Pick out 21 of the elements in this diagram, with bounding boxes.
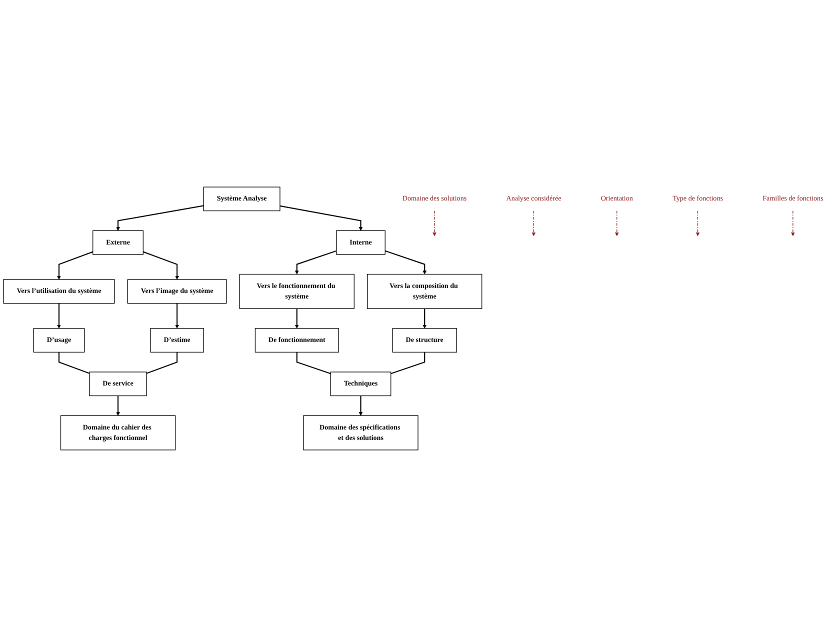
arrow <box>532 210 536 236</box>
arrow <box>294 308 299 329</box>
arrow <box>294 250 337 274</box>
arrow <box>384 250 427 274</box>
arrow <box>116 396 120 416</box>
arrow <box>358 396 363 416</box>
arrow <box>142 251 179 280</box>
arrow <box>432 210 436 236</box>
arrow <box>614 210 619 236</box>
arrow <box>696 210 700 236</box>
arrow <box>57 303 61 329</box>
arrow <box>280 205 363 231</box>
arrow <box>57 251 94 280</box>
connector <box>58 352 90 374</box>
connector <box>296 352 331 374</box>
arrow <box>791 210 795 236</box>
arrow <box>175 303 179 329</box>
arrow <box>116 205 204 231</box>
connector <box>146 352 178 374</box>
arrow <box>422 308 427 329</box>
connector <box>390 352 426 374</box>
